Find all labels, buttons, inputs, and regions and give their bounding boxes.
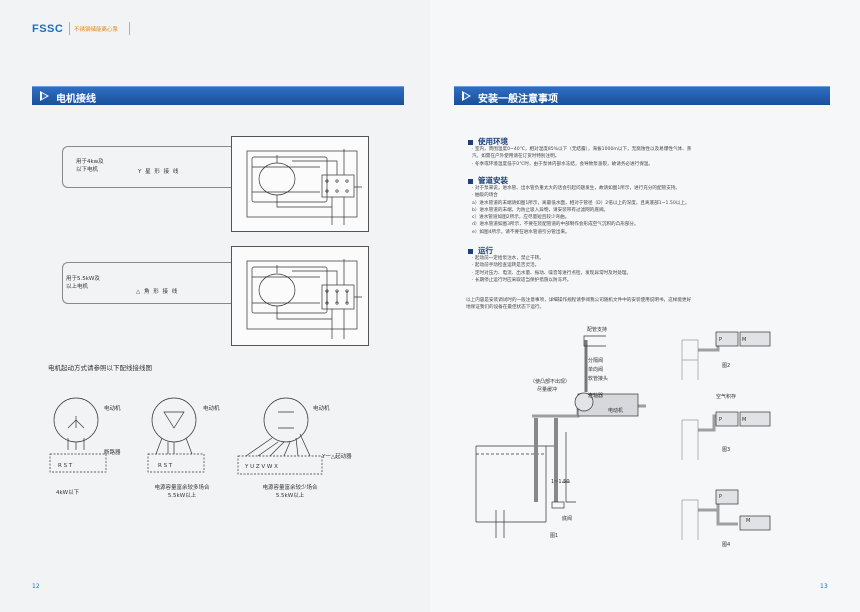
fig2-p: P bbox=[719, 337, 723, 343]
d2-motor: 电动机 bbox=[203, 406, 220, 412]
fig1-support: 配管支持 bbox=[587, 327, 608, 333]
left-page: FSSC 不锈钢储能离心泵 电机接线 用于4kw及以下电机 Y 星 形 接 线 … bbox=[32, 22, 404, 590]
right-page: 安装一般注意事项 使用环境 · 室内，周围温度0~40℃，相对湿度85%以下（无… bbox=[430, 0, 860, 612]
fig3-air: 空气积存 bbox=[716, 394, 737, 400]
fig1-slope: 尽量缓冲 bbox=[537, 387, 558, 393]
fig3-m: M bbox=[742, 417, 747, 423]
fig1-caption: 图1 bbox=[550, 533, 559, 539]
box1-label: 用于4kw及以下电机 bbox=[76, 159, 104, 173]
run-text: · 起动前一定给泵注水，禁止干转。· 起动前手动检查运转是否灵活。· 定时对压力… bbox=[472, 256, 632, 283]
figures-2-4 bbox=[681, 331, 771, 540]
pipe-text: · 对于泵来说，进水管、出水管负重太大的话会引起问题发生，故请如图1所示，进行充… bbox=[472, 186, 690, 235]
box2-label: 用于5.5kW及以上电机 bbox=[66, 276, 100, 290]
run-heading: 运行 bbox=[468, 245, 493, 256]
starting-diagrams bbox=[49, 397, 323, 475]
fig1-coupler: 连轴器 bbox=[588, 393, 604, 399]
fig1-bend: （使凸部不出现） bbox=[530, 379, 571, 385]
figure-1 bbox=[475, 335, 646, 538]
divider bbox=[129, 22, 130, 35]
page-number: 13 bbox=[820, 583, 828, 590]
d1-terminals: R S T bbox=[58, 463, 73, 469]
delta-wiring-diagram bbox=[231, 246, 369, 346]
box1-frame bbox=[62, 146, 232, 188]
fig1-bottom: 底阀 bbox=[562, 516, 573, 522]
fig4-caption: 图4 bbox=[722, 542, 731, 548]
fig4-m: M bbox=[746, 518, 751, 524]
d1-caption: 4kW以下 bbox=[56, 490, 80, 496]
d1-breaker: 断路器 bbox=[104, 450, 121, 456]
star-connection-label: Y 星 形 接 线 bbox=[138, 169, 180, 175]
fig1-check: 单向阀 bbox=[588, 367, 604, 373]
d3-terminals: Y U Z V W X bbox=[245, 464, 278, 470]
d3-starter: Y一△起动器 bbox=[322, 454, 352, 460]
fig3-caption: 图3 bbox=[722, 447, 731, 453]
section-title: 电机接线 bbox=[56, 94, 96, 105]
fig4-p: P bbox=[719, 494, 723, 500]
summary-text: 以上内容是安装调试时的一般注意事项，详细操作规程请参阅我公司随机文件中的安装使用… bbox=[466, 298, 692, 311]
env-heading: 使用环境 bbox=[468, 136, 508, 147]
fig3-p: P bbox=[719, 417, 723, 423]
delta-connection-label: △ 角 形 接 线 bbox=[136, 289, 179, 295]
section-header: 安装一般注意事项 bbox=[454, 86, 830, 105]
fig2-caption: 图2 bbox=[722, 363, 731, 369]
tagline: 不锈钢储能离心泵 bbox=[74, 27, 119, 33]
fig1-soft: 软管接头 bbox=[588, 376, 609, 382]
d3-motor: 电动机 bbox=[313, 406, 330, 412]
pipe-heading: 管道安装 bbox=[468, 175, 508, 186]
box2-frame bbox=[62, 262, 232, 304]
divider bbox=[69, 22, 70, 35]
page-number: 12 bbox=[32, 583, 40, 590]
section-title: 安装一般注意事项 bbox=[478, 94, 558, 105]
fig1-valve: 分隔阀 bbox=[588, 358, 604, 364]
fig2-m: M bbox=[742, 337, 747, 343]
section-header: 电机接线 bbox=[32, 86, 404, 105]
d2-terminals: R S T bbox=[158, 463, 173, 469]
brand-logo: FSSC bbox=[32, 23, 64, 35]
fig1-motor: 电动机 bbox=[608, 408, 624, 414]
star-wiring-diagram bbox=[231, 136, 369, 232]
env-text: · 室内，周围温度0~40℃，相对湿度85%以下（无结露），海拔1000m以下，… bbox=[472, 147, 692, 167]
start-method-title: 电机起动方式请参照以下配线接线图 bbox=[48, 364, 152, 372]
d1-motor: 电动机 bbox=[104, 406, 121, 412]
fig1-ratio: 1~1.50 bbox=[551, 479, 570, 485]
